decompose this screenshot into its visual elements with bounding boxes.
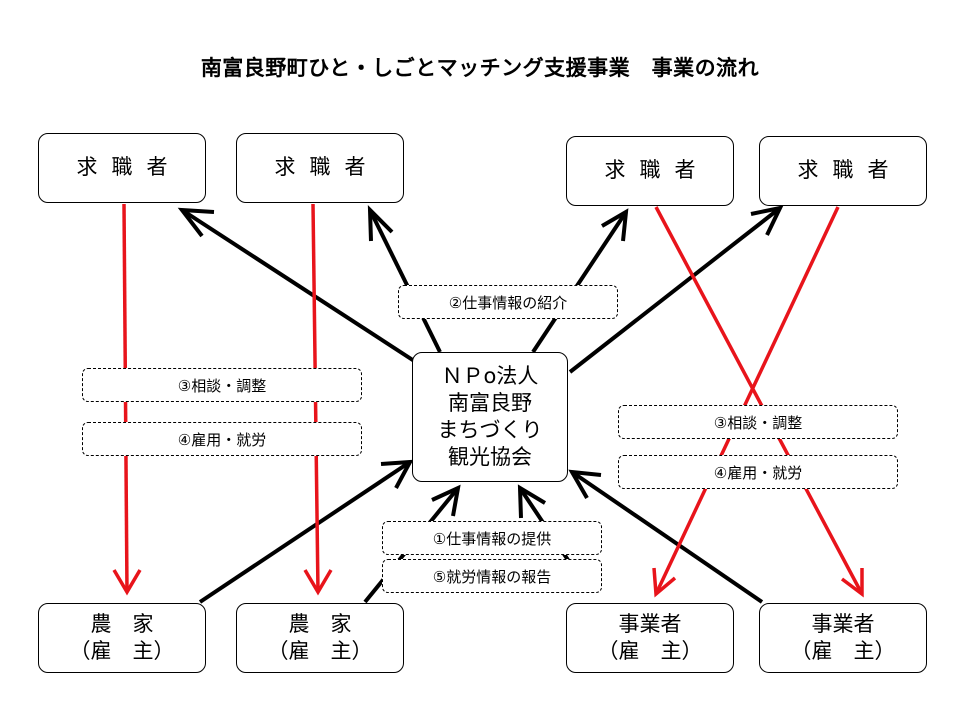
arrowhead-seeker-1 bbox=[177, 207, 215, 238]
job-seeker-box-4: 求職者 bbox=[759, 136, 927, 206]
employer-box-business-2: 事業者 （雇 主） bbox=[759, 603, 927, 673]
employer-name: 農 家 bbox=[90, 611, 154, 636]
diagram-title: 南富良野町ひと・しごとマッチング支援事業 事業の流れ bbox=[200, 56, 760, 80]
employer-name: 農 家 bbox=[288, 611, 352, 636]
label-job-provide: ①仕事情報の提供 bbox=[382, 521, 602, 555]
arrow-center-to-seeker-1 bbox=[180, 208, 427, 370]
label-job-intro: ②仕事情報の紹介 bbox=[398, 285, 618, 319]
employer-role: （雇 主） bbox=[790, 639, 896, 663]
red-arrow-seeker-4-to-business-3 bbox=[654, 206, 840, 595]
label-work-report: ⑤就労情報の報告 bbox=[382, 559, 602, 593]
arrow-center-to-seeker-3 bbox=[531, 210, 628, 354]
employer-role: （雇 主） bbox=[267, 639, 373, 663]
arrow-employer-1-to-center bbox=[198, 460, 412, 604]
npo-line-3: まちづくり bbox=[437, 418, 543, 442]
job-seeker-box-1: 求職者 bbox=[38, 133, 206, 203]
employer-role: （雇 主） bbox=[597, 639, 703, 663]
label-hire-right: ④雇用・就労 bbox=[618, 455, 898, 489]
employer-role: （雇 主） bbox=[69, 639, 175, 663]
red-arrowhead-business-4 bbox=[840, 568, 864, 598]
arrow-center-to-seeker-4 bbox=[568, 206, 782, 374]
label-hire-left: ④雇用・就労 bbox=[82, 422, 362, 456]
npo-line-2: 南富良野 bbox=[448, 391, 532, 416]
arrowhead-seeker-2 bbox=[367, 205, 394, 242]
job-seeker-box-3: 求職者 bbox=[566, 136, 734, 206]
npo-line-1: ＮＰo法人 bbox=[441, 364, 539, 389]
arrowhead-center-from-employer-3 bbox=[517, 484, 547, 519]
arrowhead-center-from-employer-1 bbox=[380, 459, 414, 489]
red-arrow-seeker-3-to-business-4 bbox=[654, 206, 864, 595]
job-seeker-box-2: 求職者 bbox=[236, 133, 404, 203]
arrowhead-seeker-3 bbox=[600, 208, 629, 242]
label-consult-right: ③相談・調整 bbox=[618, 405, 898, 439]
arrowhead-center-from-employer-4 bbox=[568, 469, 602, 499]
employer-box-business-1: 事業者 （雇 主） bbox=[566, 603, 734, 673]
red-arrowhead-farm-1 bbox=[112, 569, 142, 596]
arrowhead-seeker-4 bbox=[750, 205, 784, 236]
npo-center-box: ＮＰo法人 南富良野 まちづくり 観光協会 bbox=[412, 352, 568, 482]
red-arrowhead-farm-2 bbox=[303, 569, 333, 596]
employer-box-farm-1: 農 家 （雇 主） bbox=[38, 603, 206, 673]
red-arrowhead-business-3 bbox=[652, 567, 677, 598]
employer-name: 事業者 bbox=[618, 611, 682, 636]
employer-name: 事業者 bbox=[811, 611, 875, 636]
arrowhead-center-from-employer-2 bbox=[431, 484, 461, 517]
arrow-employer-4-to-center bbox=[570, 470, 764, 604]
npo-line-4: 観光協会 bbox=[448, 444, 532, 469]
arrow-center-to-seeker-2 bbox=[368, 209, 442, 353]
employer-box-farm-2: 農 家 （雇 主） bbox=[236, 603, 404, 673]
label-consult-left: ③相談・調整 bbox=[82, 368, 362, 402]
